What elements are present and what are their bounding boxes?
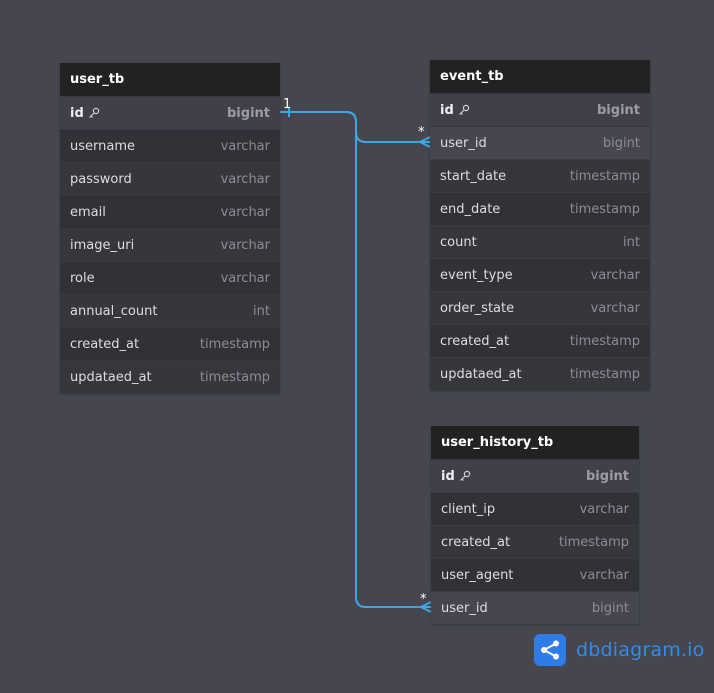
field-name: user_agent: [441, 567, 514, 583]
field-type: bigint: [597, 102, 640, 118]
table-row[interactable]: order_state varchar: [430, 291, 650, 324]
field-type: bigint: [602, 135, 640, 151]
field-type: int: [623, 234, 640, 250]
relation-many-label-event: *: [418, 125, 425, 140]
field-type: varchar: [220, 171, 270, 187]
field-type: bigint: [591, 600, 629, 616]
dbdiagram-brand[interactable]: dbdiagram.io: [534, 634, 704, 666]
field-name: count: [440, 234, 477, 250]
relation-user-to-history: [345, 111, 431, 608]
field-name: username: [70, 138, 135, 154]
field-type: bigint: [227, 105, 270, 121]
brand-text: dbdiagram.io: [576, 639, 705, 661]
many-marker-event: [419, 136, 431, 148]
field-name: annual_count: [70, 303, 158, 319]
table-row[interactable]: updataed_at timestamp: [430, 357, 650, 390]
field-type: int: [253, 303, 270, 319]
table-user-history-tb[interactable]: user_history_tb id bigint client_ip varc…: [431, 426, 639, 624]
field-type: varchar: [220, 270, 270, 286]
field-name: user_id: [441, 600, 488, 616]
table-row[interactable]: created_at timestamp: [431, 525, 639, 558]
field-name: event_type: [440, 267, 513, 283]
field-name: end_date: [440, 201, 501, 217]
field-type: timestamp: [199, 336, 270, 352]
table-row[interactable]: created_at timestamp: [430, 324, 650, 357]
table-row[interactable]: event_type varchar: [430, 258, 650, 291]
field-name: password: [70, 171, 132, 187]
table-row[interactable]: id bigint: [60, 96, 280, 129]
field-name: email: [70, 204, 106, 220]
relation-one-label: 1: [283, 97, 292, 112]
field-name: created_at: [440, 333, 510, 349]
table-row[interactable]: id bigint: [431, 459, 639, 492]
table-title[interactable]: user_tb: [60, 63, 280, 96]
field-type: varchar: [579, 501, 629, 517]
field-name: client_ip: [441, 501, 496, 517]
table-row[interactable]: end_date timestamp: [430, 192, 650, 225]
field-type: varchar: [220, 138, 270, 154]
table-row[interactable]: role varchar: [60, 261, 280, 294]
field-type: varchar: [590, 300, 640, 316]
field-type: timestamp: [199, 369, 270, 385]
field-type: timestamp: [558, 534, 629, 550]
table-row[interactable]: user_id bigint: [431, 591, 639, 624]
field-name: created_at: [441, 534, 511, 550]
table-event-tb[interactable]: event_tb id bigint user_id bigint start_…: [430, 60, 650, 390]
field-name: updataed_at: [440, 366, 522, 382]
field-type: varchar: [590, 267, 640, 283]
table-row[interactable]: count int: [430, 225, 650, 258]
field-name: user_id: [440, 135, 487, 151]
many-marker-history: [420, 601, 432, 613]
field-name: role: [70, 270, 95, 286]
key-icon: [88, 107, 99, 118]
field-type: timestamp: [569, 333, 640, 349]
field-name: image_uri: [70, 237, 135, 253]
field-name: id: [70, 105, 84, 121]
table-row[interactable]: id bigint: [430, 93, 650, 126]
field-type: timestamp: [569, 168, 640, 184]
field-type: timestamp: [569, 366, 640, 382]
table-row[interactable]: user_id bigint: [430, 126, 650, 159]
field-type: bigint: [586, 468, 629, 484]
table-row[interactable]: start_date timestamp: [430, 159, 650, 192]
field-type: varchar: [579, 567, 629, 583]
table-row[interactable]: created_at timestamp: [60, 327, 280, 360]
table-row[interactable]: image_uri varchar: [60, 228, 280, 261]
table-row[interactable]: user_agent varchar: [431, 558, 639, 591]
field-name: order_state: [440, 300, 515, 316]
table-row[interactable]: client_ip varchar: [431, 492, 639, 525]
share-icon: [534, 634, 566, 666]
field-name: updataed_at: [70, 369, 152, 385]
field-type: varchar: [220, 237, 270, 253]
table-title[interactable]: user_history_tb: [431, 426, 639, 459]
table-row[interactable]: annual_count int: [60, 294, 280, 327]
field-type: varchar: [220, 204, 270, 220]
key-icon: [459, 470, 470, 481]
field-type: timestamp: [569, 201, 640, 217]
table-row[interactable]: email varchar: [60, 195, 280, 228]
field-name: start_date: [440, 168, 507, 184]
field-name: id: [441, 468, 455, 484]
table-title[interactable]: event_tb: [430, 60, 650, 93]
table-row[interactable]: password varchar: [60, 162, 280, 195]
field-name: created_at: [70, 336, 140, 352]
table-row[interactable]: updataed_at timestamp: [60, 360, 280, 393]
key-icon: [458, 104, 469, 115]
table-user-tb[interactable]: user_tb id bigint username varchar passw…: [60, 63, 280, 393]
field-name: id: [440, 102, 454, 118]
table-row[interactable]: username varchar: [60, 129, 280, 162]
relation-many-label-history: *: [420, 592, 427, 607]
